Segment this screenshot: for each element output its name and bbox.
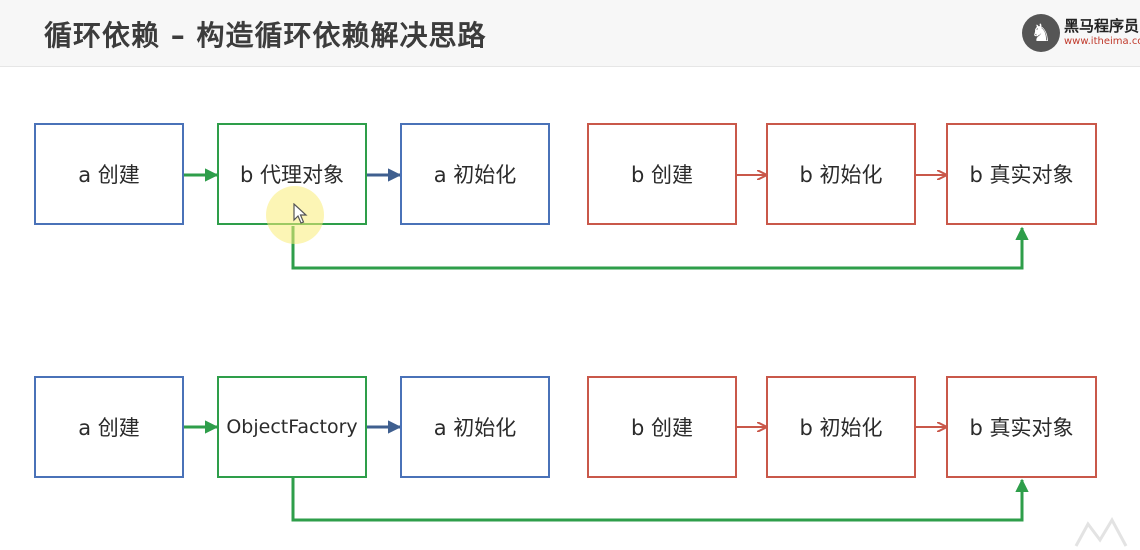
box-label: b 真实对象 (969, 163, 1074, 187)
box-b-create: b 创建 (587, 123, 737, 225)
brand-name: 黑马程序员 (1064, 17, 1140, 35)
brand-url: www.itheima.com (1064, 36, 1140, 47)
brand-logo: ♞ 黑马程序员 www.itheima.com (1022, 14, 1140, 54)
box-label: b 创建 (630, 163, 693, 187)
box-a-init-2: a 初始化 (400, 376, 550, 478)
box-a-create: a 创建 (34, 123, 184, 225)
box-b-create-2: b 创建 (587, 376, 737, 478)
box-label: a 初始化 (433, 163, 517, 187)
box-label: a 初始化 (433, 416, 517, 440)
box-object-factory: ObjectFactory (217, 376, 367, 478)
slide-title: 循环依赖 – 构造循环依赖解决思路 (44, 19, 487, 52)
box-label: a 创建 (78, 416, 140, 440)
box-a-create-2: a 创建 (34, 376, 184, 478)
box-label: ObjectFactory (226, 416, 358, 438)
arrow-object-factory-to-b-real (291, 478, 1029, 522)
box-label: b 初始化 (799, 163, 883, 187)
box-b-real-2: b 真实对象 (946, 376, 1097, 478)
box-label: a 创建 (78, 163, 140, 187)
box-b-real: b 真实对象 (946, 123, 1097, 225)
box-b-init: b 初始化 (766, 123, 916, 225)
mouse-cursor-icon (293, 203, 308, 224)
arrow-proxy-to-b-real (291, 226, 1029, 270)
box-b-init-2: b 初始化 (766, 376, 916, 478)
header-bar: 循环依赖 – 构造循环依赖解决思路 ♞ 黑马程序员 www.itheima.co… (0, 0, 1140, 67)
box-label: b 初始化 (799, 416, 883, 440)
box-a-init: a 初始化 (400, 123, 550, 225)
box-label: b 代理对象 (239, 163, 344, 187)
horse-logo-icon: ♞ (1022, 14, 1060, 52)
watermark-icon (1074, 516, 1128, 547)
box-label: b 真实对象 (969, 416, 1074, 440)
box-label: b 创建 (630, 416, 693, 440)
